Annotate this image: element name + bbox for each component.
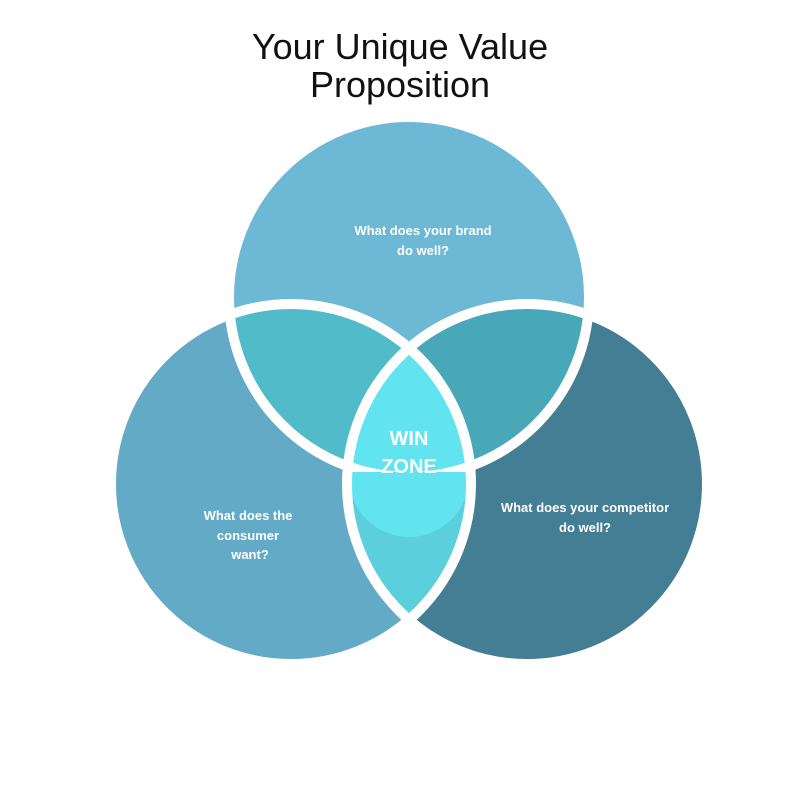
circle-brand-outline	[224, 112, 594, 472]
consumer-label-1: What does the	[204, 508, 293, 523]
competitor-label-2: do well?	[559, 520, 611, 535]
diagram-title: Your Unique Value Proposition	[0, 28, 800, 104]
competitor-label-1: What does your competitor	[501, 500, 669, 515]
win-zone-label-2: ZONE	[381, 456, 437, 478]
win-zone-label-1: WIN	[390, 428, 429, 450]
win-zone-area	[347, 304, 471, 537]
consumer-label-3: want?	[230, 547, 269, 562]
consumer-label-2: consumer	[217, 528, 279, 543]
circle-competitor-outline	[342, 299, 712, 669]
brand-label-2: do well?	[397, 243, 449, 258]
title-line-1: Your Unique Value	[251, 26, 549, 67]
brand-label-1: What does your brand	[354, 223, 491, 238]
circle-consumer-outline	[106, 299, 476, 669]
title-line-2: Proposition	[309, 64, 491, 105]
